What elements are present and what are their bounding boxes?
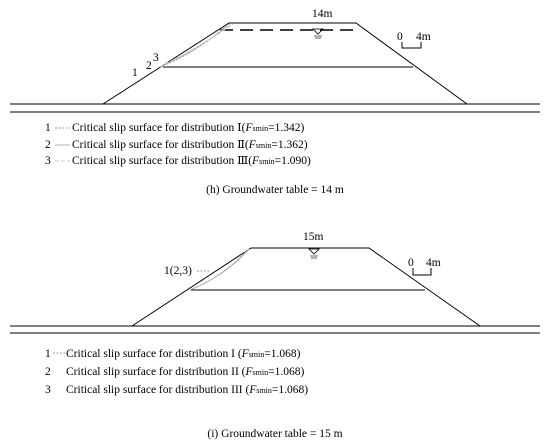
- scale-zero: 0: [408, 257, 414, 269]
- water-level-icon: [312, 28, 324, 39]
- legend-i: 1 Critical slip surface for distribution…: [45, 348, 308, 396]
- legend-item-1: Critical slip surface for distribution I…: [66, 348, 301, 360]
- slip-marker-combined: 1(2,3): [164, 265, 192, 277]
- legend-num: 1: [45, 122, 51, 134]
- embankment-outline: [131, 247, 481, 327]
- legend-item-3: Critical slip surface for distribution Ⅲ…: [72, 155, 311, 167]
- slip-surface-3: [164, 23, 234, 65]
- legend-item-2: Critical slip surface for distribution I…: [66, 366, 304, 378]
- water-level-label: 14m: [312, 8, 333, 20]
- scale-bar: 0 4m: [408, 257, 441, 276]
- scale-bar: 0 4m: [397, 31, 431, 49]
- legend-num: 2: [45, 366, 51, 378]
- legend-item-1: Critical slip surface for distribution Ⅰ…: [72, 122, 304, 134]
- legend-num: 3: [45, 384, 51, 396]
- scale-label: 4m: [426, 257, 441, 269]
- scale-label: 4m: [416, 31, 431, 43]
- caption-i: (i) Groundwater table = 15 m: [207, 428, 342, 440]
- legend-item-3: Critical slip surface for distribution I…: [66, 384, 308, 396]
- legend-num: 3: [45, 155, 51, 167]
- caption-h: (h) Groundwater table = 14 m: [206, 184, 344, 196]
- slip-surface-2: [191, 248, 250, 290]
- slip-marker-1: 1: [132, 67, 138, 79]
- panel-i: 15m 1(2,3) 0 4m 1 Critical slip surface …: [10, 231, 540, 440]
- legend-num: 1: [45, 348, 51, 360]
- scale-zero: 0: [397, 31, 403, 43]
- slip-marker-2: 2: [146, 60, 152, 72]
- legend-item-2: Critical slip surface for distribution Ⅱ…: [72, 139, 308, 151]
- legend-h: 1 Critical slip surface for distribution…: [45, 122, 311, 167]
- slip-marker-3: 3: [153, 52, 159, 64]
- water-level-label: 15m: [303, 231, 324, 243]
- legend-num: 2: [45, 139, 51, 151]
- panel-h: 14m 1 2 3 0 4m 1 Critical slip surface f…: [10, 8, 540, 196]
- water-level-icon: [308, 248, 320, 259]
